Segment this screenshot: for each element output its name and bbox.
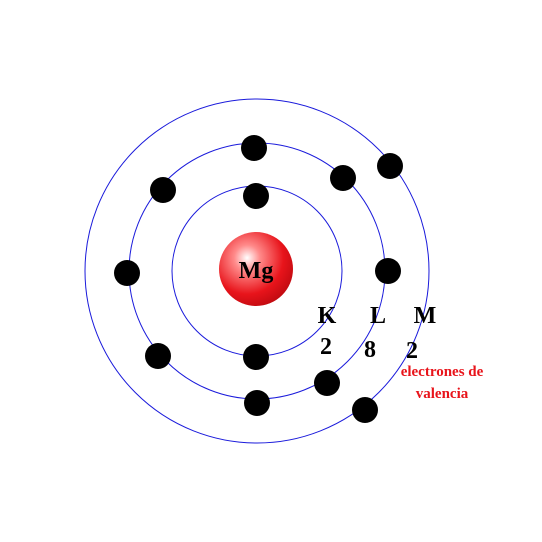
nucleus-symbol: Mg <box>239 258 274 284</box>
nucleus <box>219 232 293 306</box>
shell-l-count: 8 <box>364 337 376 363</box>
valence-label-line1: electrones de <box>401 364 484 380</box>
electron-m-2 <box>352 397 378 423</box>
shell-k-count: 2 <box>320 334 332 360</box>
electron-l-6 <box>145 343 171 369</box>
electron-l-7 <box>114 260 140 286</box>
electron-l-4 <box>314 370 340 396</box>
electron-l-3 <box>375 258 401 284</box>
electron-l-2 <box>330 165 356 191</box>
valence-label-line2: valencia <box>416 386 469 402</box>
shell-k-name: K <box>318 303 337 329</box>
electron-l-8 <box>150 177 176 203</box>
electron-l-1 <box>241 135 267 161</box>
shell-l-name: L <box>370 303 386 329</box>
electron-m-1 <box>377 153 403 179</box>
electron-l-5 <box>244 390 270 416</box>
electron-k-1 <box>243 183 269 209</box>
electron-k-2 <box>243 344 269 370</box>
shell-m-count: 2 <box>406 338 418 364</box>
orbit-m <box>84 98 430 444</box>
shell-m-name: M <box>414 303 437 329</box>
